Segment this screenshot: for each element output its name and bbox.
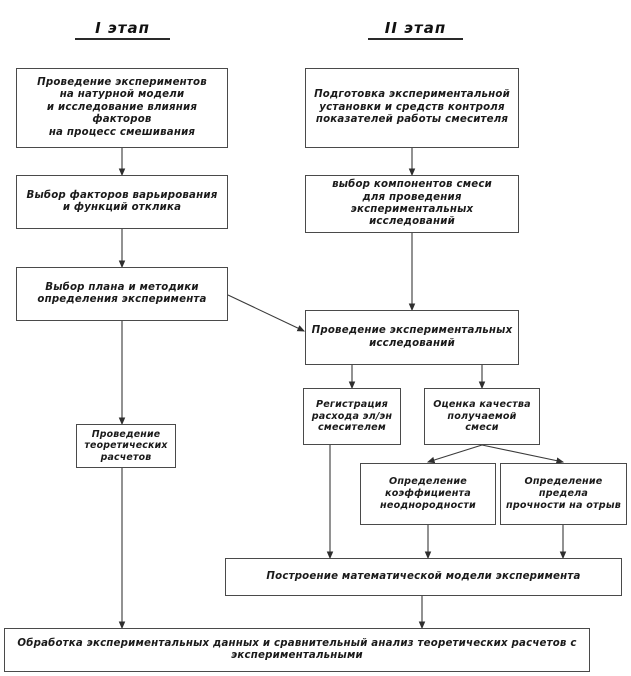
process-box-label: Подготовка экспериментальной установки и… [314, 89, 510, 126]
process-box: Определение предела прочности на отрыв [500, 463, 627, 525]
process-box: Выбор факторов варьирования и функций от… [16, 175, 228, 229]
process-box: Регистрация расхода эл/эн смесителем [303, 388, 401, 445]
process-box: Выбор плана и методики определения экспе… [16, 267, 228, 321]
process-box-label: Выбор факторов варьирования и функций от… [26, 189, 218, 213]
connectors-group [118, 148, 567, 630]
process-box-label: Построение математической модели экспери… [266, 570, 581, 582]
process-box-label: Обработка экспериментальных данных и сра… [17, 637, 577, 661]
process-box: Подготовка экспериментальной установки и… [305, 68, 519, 148]
process-box-label: Проведение экспериментальных исследовани… [311, 325, 513, 349]
connector-arrow [426, 444, 483, 464]
connector-arrow [481, 444, 565, 464]
stage-1-title: I этап [75, 20, 170, 40]
process-box: Обработка экспериментальных данных и сра… [4, 628, 590, 672]
process-box: Построение математической модели экспери… [225, 558, 622, 596]
process-box: Определение коэффициента неоднородности [360, 463, 496, 525]
process-box: Проведение экспериментов на натурной мод… [16, 68, 228, 148]
process-box-label: Выбор плана и методики определения экспе… [37, 281, 207, 305]
process-box-label: Проведение экспериментов на натурной мод… [37, 76, 207, 138]
stage-2-title: II этап [368, 20, 463, 40]
process-box-label: Оценка качества получаемой смеси [433, 398, 531, 434]
process-box: выбор компонентов смеси для проведения э… [305, 175, 519, 233]
process-box: Проведение экспериментальных исследовани… [305, 310, 519, 365]
process-box: Оценка качества получаемой смеси [424, 388, 540, 445]
process-box: Проведение теоретических расчетов [76, 424, 176, 468]
process-box-label: выбор компонентов смеси для проведения э… [332, 179, 492, 228]
process-box-label: Регистрация расхода эл/эн смесителем [311, 398, 393, 434]
connector-arrow [227, 294, 305, 332]
process-box-label: Определение коэффициента неоднородности [380, 476, 476, 511]
process-box-label: Определение предела прочности на отрыв [505, 476, 621, 511]
process-box-label: Проведение теоретических расчетов [84, 428, 168, 463]
